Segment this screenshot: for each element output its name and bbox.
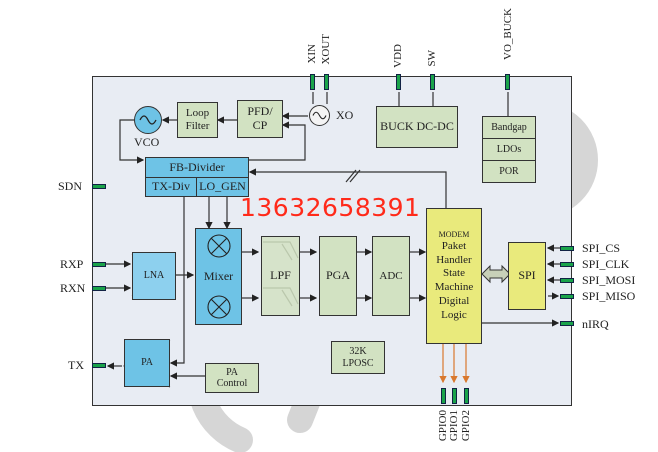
label-gpio1: GPIO1 [448,410,460,442]
pin-sw [430,74,435,90]
lpf-block: LPF [261,236,300,316]
label-xin: XIN [306,44,318,64]
modem-line6: Digital [438,294,470,307]
pin-xin [310,74,315,90]
lna-label: LNA [143,270,165,282]
pfd-cp-block: PFD/ CP [237,100,283,138]
pin-spi-cs [560,246,574,251]
label-vo-buck: VO_BUCK [502,8,514,60]
pin-vo-buck [505,74,510,90]
pin-rxp [92,262,106,267]
pga-block: PGA [319,236,357,316]
pfd-line2: CP [252,118,268,132]
mixer-block: Mixer [195,228,242,325]
pa-control-line1: PA [226,366,238,378]
label-spi-miso: SPI_MISO [582,289,636,303]
lposc-line1: 32K [349,346,367,357]
adc-label: ADC [379,269,403,282]
pin-tx [92,363,106,368]
lposc-block: 32K LPOSC [331,341,385,374]
pin-spi-clk [560,262,574,267]
sine-icon [312,111,327,120]
vco-label: VCO [134,135,160,149]
label-tx: TX [68,358,84,372]
mixer-label: Mixer [203,268,234,283]
adc-block: ADC [372,236,410,316]
pin-sdn [92,184,106,189]
pin-gpio1 [452,388,457,404]
lpf-label: LPF [270,268,291,283]
xo-label: XO [336,108,354,122]
xo-block [309,105,330,126]
buck-dcdc-block: BUCK DC-DC [376,106,458,148]
lo-gen-block: LO_GEN [196,177,249,197]
label-spi-mosi: SPI_MOSI [582,273,636,287]
vco-block [134,106,162,134]
pa-block: PA [124,339,170,387]
multiply-icon [206,234,231,258]
pfd-line1: PFD/ [247,104,273,119]
multiply-icon [206,295,231,319]
modem-line4: State [443,267,465,280]
label-nirq: nIRQ [582,317,609,331]
pin-spi-miso [560,294,574,299]
modem-line5: Machine [434,281,474,293]
label-xout: XOUT [320,34,332,65]
fb-divider-block: FB-Divider [145,157,249,178]
modem-line1: MODEM [438,229,470,239]
pa-label: PA [141,357,153,369]
modem-line2: Paket [441,239,467,252]
label-rxn: RXN [60,281,86,295]
label-gpio2: GPIO2 [460,410,472,442]
pa-control-line2: Control [216,378,248,389]
por-block: POR [482,160,536,183]
ldos-block: LDOs [482,138,536,161]
label-sdn: SDN [58,179,83,193]
pin-vdd [396,74,401,90]
lna-block: LNA [132,252,176,300]
modem-line3: Handler [436,253,472,266]
pa-control-block: PA Control [205,363,259,393]
label-spi-clk: SPI_CLK [582,257,630,271]
spi-block: SPI [508,242,546,310]
modem-block: MODEM Paket Handler State Machine Digita… [426,208,482,344]
sine-icon [139,115,157,125]
spi-label: SPI [518,268,536,283]
label-spi-cs: SPI_CS [582,241,621,255]
label-sw: SW [426,50,438,67]
pin-gpio0 [441,388,446,404]
pga-label: PGA [325,268,350,283]
pin-spi-mosi [560,278,574,283]
lposc-line2: LPOSC [342,357,374,369]
label-vdd: VDD [392,44,404,68]
tx-div-block: TX-Div [145,177,197,197]
loop-filter-block: Loop Filter [177,102,218,138]
loop-filter-line2: Filter [185,120,210,132]
pin-nirq [560,321,574,326]
pin-gpio2 [464,388,469,404]
label-rxp: RXP [60,257,84,271]
pin-xout [324,74,329,90]
modem-line7: Logic [441,308,467,321]
loop-filter-line1: Loop [185,107,210,120]
bandgap-block: Bandgap [482,116,536,139]
watermark-phone: 13632658391 [240,193,421,222]
pin-rxn [92,286,106,291]
